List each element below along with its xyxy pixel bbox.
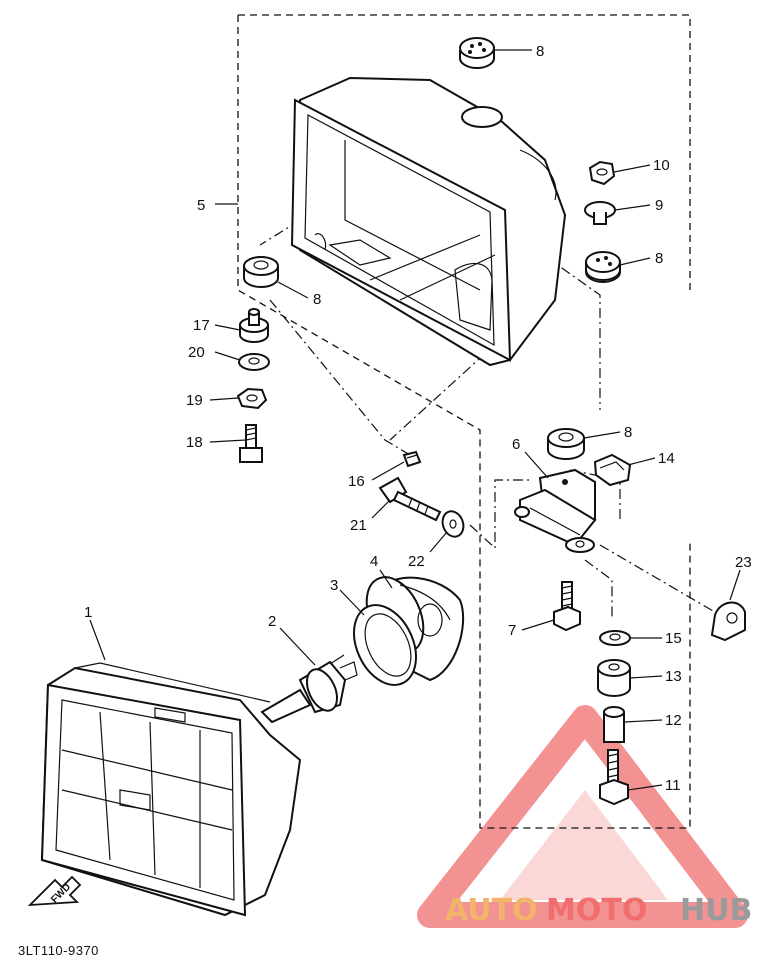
callout-label: 8 [313,291,321,308]
callout-label: 3 [330,577,338,594]
leader-line [279,627,316,666]
callout-label: 16 [348,473,365,490]
callout-label: 5 [197,197,205,214]
alignment-line [599,544,721,616]
callout-label: 10 [653,157,670,174]
watermark-moto: MOTO [546,893,647,928]
callout-label: 18 [186,434,203,451]
leader-line [379,569,393,589]
bolt-part [553,581,581,632]
callout-label: 20 [188,344,205,361]
nut-part [236,387,268,410]
leader-line [371,499,391,519]
leader-line [209,397,239,401]
damper-part [597,659,631,697]
leader-line [627,457,656,466]
leader-line [214,324,241,331]
leader-line [619,257,651,266]
headlight-unit-part [40,662,302,917]
nut-part [588,160,616,186]
leader-line [521,619,555,631]
headlight-housing-part [290,76,567,367]
leader-line [623,719,663,723]
callout-label: 9 [655,197,663,214]
small-bracket-part [710,601,746,642]
watermark-logo: AUTO MOTO HUB [445,893,752,928]
watermark-triangle-icon [417,705,748,928]
leader-line [629,675,663,679]
collar-part [239,308,269,343]
bracket-part [514,468,597,553]
callout-label: 14 [658,450,675,467]
leader-line [429,531,448,553]
leader-line [371,461,405,481]
callout-label: 6 [512,436,520,453]
spacer-part [603,706,625,743]
callout-label: 2 [268,613,276,630]
bolt-part [239,424,263,463]
callout-label: 12 [665,712,682,729]
collar-part [584,201,616,225]
leader-line [627,784,663,791]
part-code: 3LT110-9370 [18,943,99,958]
bolt-part [599,749,629,806]
callout-label: 8 [624,424,632,441]
washer-part [599,630,631,646]
grommet-part [585,251,621,283]
callout-label: 8 [655,250,663,267]
upper-assembly-boundary [237,14,691,829]
leader-line [614,204,651,211]
callout-label: 8 [536,43,544,60]
callout-label: 19 [186,392,203,409]
alignment-line [469,479,530,550]
leader-line [209,439,247,443]
washer-part [441,510,465,538]
grommet-part [547,428,585,460]
watermark-auto: AUTO [445,893,538,928]
callout-label: 17 [193,317,210,334]
clip-part [593,453,632,487]
retaining-ring-part [353,604,417,686]
alignment-line [269,299,411,456]
leader-line [583,431,621,439]
callout-label: 13 [665,668,682,685]
callout-label: 22 [408,553,425,570]
leader-line [339,589,365,616]
screw-part [402,450,422,468]
leader-line [524,451,549,479]
washer-part [238,353,270,371]
callout-label: 4 [370,553,378,570]
leader-line [729,569,741,601]
forward-arrow-icon: FWD [27,875,82,907]
callout-label: 11 [665,777,681,794]
bolt-part [378,476,442,522]
callout-label: 1 [84,604,92,621]
callout-label: 15 [665,630,682,647]
watermark-hub: HUB [680,893,752,928]
bulb-part [260,654,358,724]
callout-label: 21 [350,517,367,534]
leader-line [214,351,241,361]
grommet-part [243,256,279,288]
leader-line [277,281,309,299]
grommet-part [459,37,495,69]
leader-line [89,619,106,661]
callout-label: 23 [735,554,752,571]
leader-line [613,164,651,173]
callout-label: 7 [508,622,516,639]
alignment-line [584,559,613,620]
